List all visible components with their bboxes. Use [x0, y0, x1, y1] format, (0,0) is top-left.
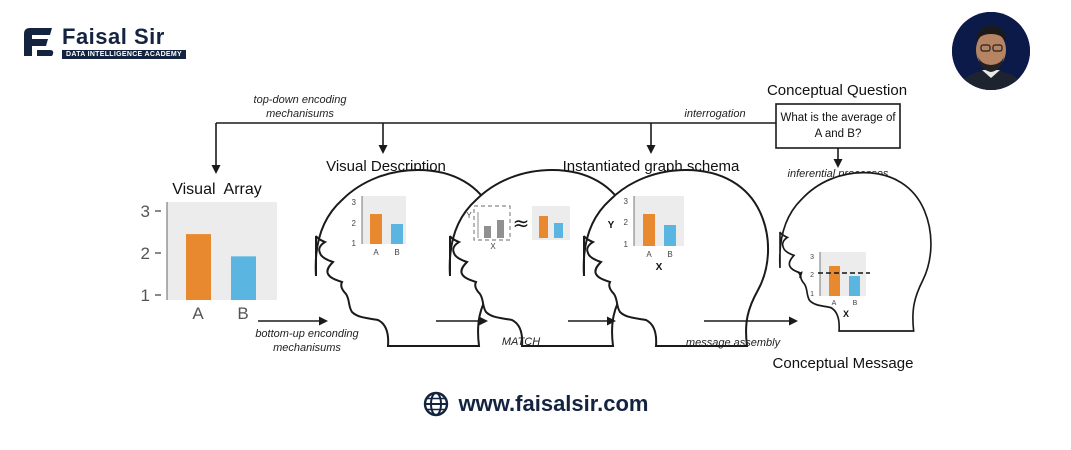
head3-bar-b [664, 225, 676, 246]
head-conceptual-message [778, 171, 932, 332]
conceptual-question-title: Conceptual Question [767, 82, 907, 99]
top-down-label-line1: top-down encoding [254, 94, 348, 106]
head3-tick-3: 3 [624, 197, 629, 206]
footer: www.faisalsir.com [0, 388, 1071, 420]
head1-bar-b [391, 224, 403, 244]
head4-chart: 3 2 1 Y A B X [797, 252, 870, 319]
bottom-up-label-line2: mechanisums [273, 342, 341, 354]
head4-tick-1: 1 [810, 291, 814, 298]
head3-bar-a [643, 214, 655, 246]
brand-name: Faisal Sir [62, 23, 165, 49]
head4-axis-y: Y [797, 270, 803, 280]
interrogation-label: interrogation [684, 108, 745, 120]
head1-chart: 3 2 1 A B [352, 196, 406, 257]
avatar [952, 12, 1030, 90]
visual-array-tick-label: 2 [141, 244, 150, 263]
avatar-portrait-icon [952, 12, 1030, 90]
top-down-connector [211, 122, 778, 174]
brand-mark-icon [24, 28, 54, 56]
head2-schema: Y X ≈ [466, 205, 570, 251]
visual-array-tick-label: 3 [141, 202, 150, 221]
head4-bar-b [849, 276, 860, 296]
head2-axis-x: X [490, 242, 496, 251]
visual-array-y-axis: 3 2 1 [141, 202, 168, 305]
message-assembly-label: message assembly [686, 337, 782, 349]
head3-label-b: B [667, 250, 672, 259]
visual-array-label-a: A [192, 304, 204, 323]
visual-array-bar-a [186, 234, 211, 300]
head4-label-a: A [832, 300, 837, 307]
head1-tick-1: 1 [352, 239, 357, 248]
head4-tick-3: 3 [810, 254, 814, 261]
question-box [775, 103, 901, 149]
match-label: MATCH [502, 336, 540, 348]
brand-logo: Faisal Sir DATA INTELLIGENCE ACADEMY [20, 24, 186, 60]
visual-array-panel [167, 202, 277, 300]
footer-website-link[interactable]: www.faisalsir.com [458, 391, 649, 416]
brand-tagline: DATA INTELLIGENCE ACADEMY [62, 49, 186, 59]
visual-array-tick-label: 1 [141, 286, 150, 305]
question-line-2: A and B? [815, 128, 862, 140]
bottom-up-label-line1: bottom-up enconding [255, 328, 359, 340]
head4-axis-x: X [843, 309, 849, 319]
head1-label-b: B [394, 248, 399, 257]
top-down-label-line2: mechanisums [266, 108, 334, 120]
visual-array-title: Visual Array [172, 181, 262, 198]
visual-array-label-b: B [237, 304, 248, 323]
head1-tick-2: 2 [352, 219, 357, 228]
head3-axis-y: Y [608, 220, 615, 231]
head3-tick-1: 1 [624, 240, 629, 249]
graph-schema-title: Instantiated graph schema [563, 158, 740, 175]
head4-tick-2: 2 [810, 272, 814, 279]
approx-symbol: ≈ [513, 211, 530, 235]
schema-dashed-box [473, 205, 511, 241]
head3-axis-x: X [656, 262, 663, 273]
head1-label-a: A [373, 248, 379, 257]
head4-bar-a [829, 266, 840, 296]
head4-label-b: B [853, 300, 858, 307]
head2-bar-b [554, 223, 563, 238]
head2-bar-a [539, 216, 548, 238]
head2-axis-y: Y [466, 211, 472, 220]
head3-label-a: A [646, 250, 652, 259]
head1-bar-a [370, 214, 382, 244]
head3-tick-2: 2 [624, 218, 629, 227]
conceptual-message-title: Conceptual Message [773, 355, 914, 372]
head3-chart: 3 2 1 Y A B X [608, 196, 684, 273]
head1-tick-3: 3 [352, 198, 357, 207]
visual-array-bar-b [231, 256, 256, 300]
question-line-1: What is the average of [780, 112, 896, 124]
globe-icon [423, 391, 448, 417]
